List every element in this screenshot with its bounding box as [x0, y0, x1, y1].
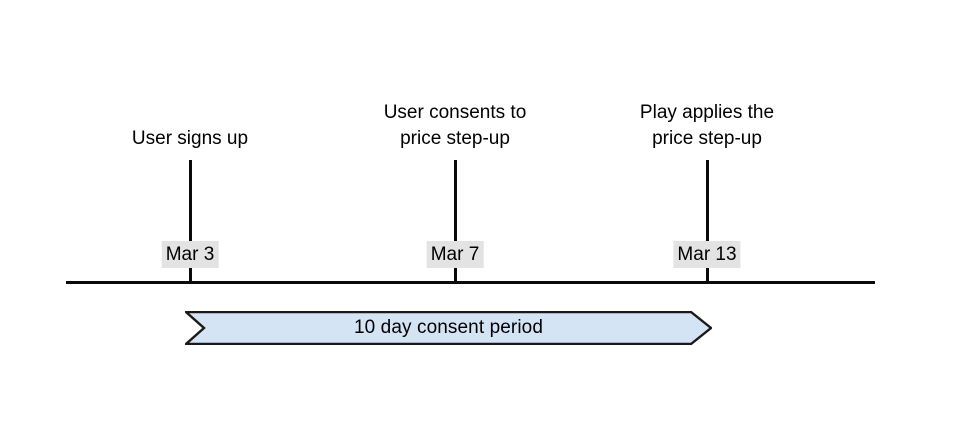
marker-date-applied: Mar 13 [673, 241, 741, 268]
marker-label-applied: Play applies the price step-up [639, 102, 775, 149]
marker-tick-signup [189, 160, 192, 282]
marker-label-consent: User consents to price step-up [383, 102, 527, 149]
marker-date-signup: Mar 3 [161, 241, 219, 268]
marker-tick-consent [454, 160, 457, 282]
marker-tick-applied [706, 160, 709, 282]
consent-period-banner: 10 day consent period [185, 311, 712, 345]
timeline-axis [66, 281, 875, 284]
marker-date-consent: Mar 7 [426, 241, 484, 268]
consent-period-label: 10 day consent period [353, 317, 544, 338]
arrow-banner-shape [185, 311, 712, 345]
marker-label-signup: User signs up [131, 128, 249, 149]
